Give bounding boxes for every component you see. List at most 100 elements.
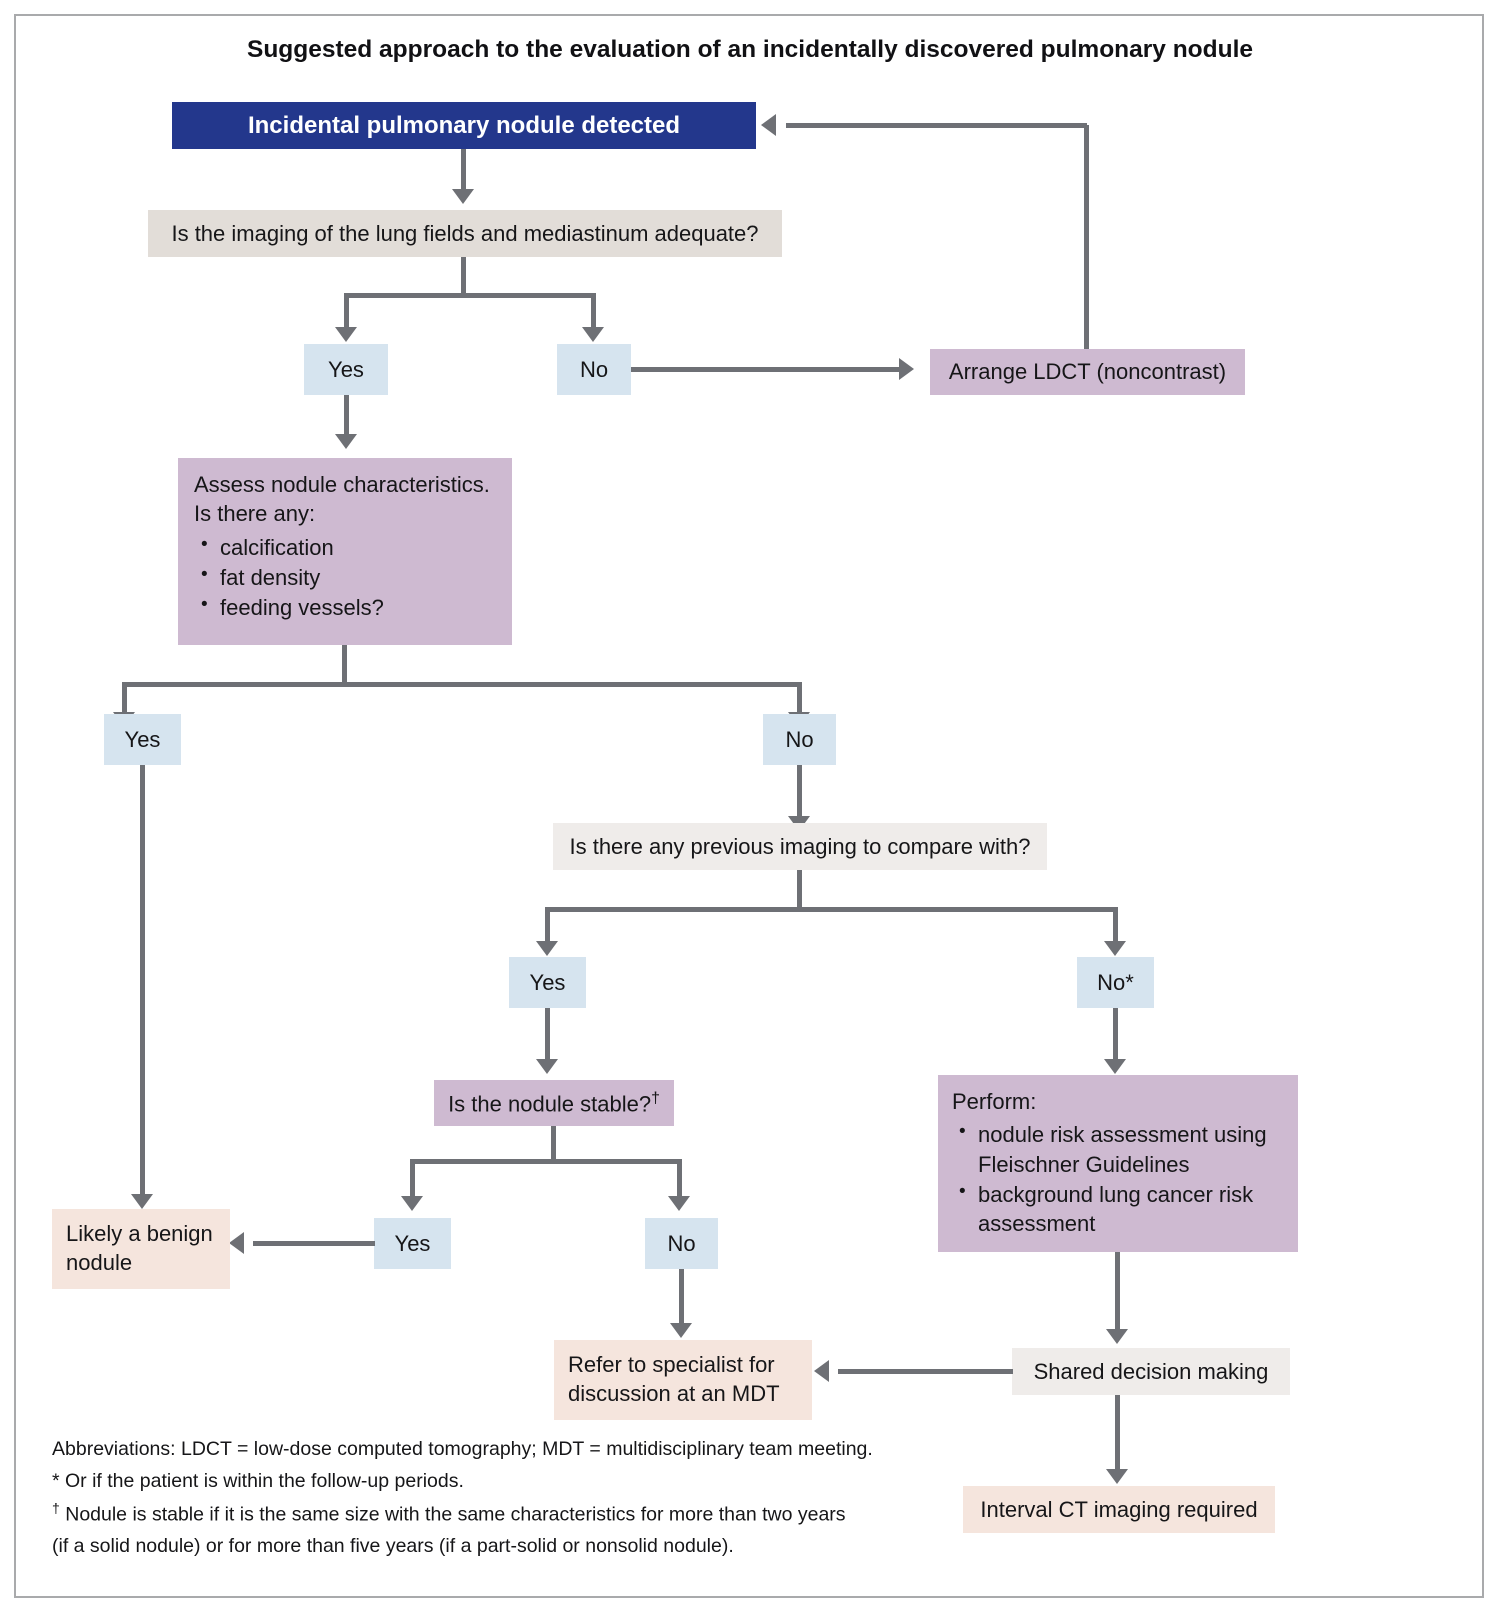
connector-shared-to-interval-arrowhead [1106,1469,1128,1484]
connector-stable-left-arrowhead [401,1196,423,1211]
node-assess-yes: Yes [104,714,181,765]
node-imaging-yes-label: Yes [328,356,364,382]
node-previous-no-label: No* [1097,969,1134,995]
node-refer-specialist: Refer to specialist for discussion at an… [554,1340,812,1420]
node-refer-specialist-line1: Refer to specialist for [568,1352,775,1377]
footnote-dagger-line2: (if a solid nodule) or for more than fiv… [52,1535,734,1558]
connector-ldct-return-vertical [1084,125,1089,351]
connector-ldct-return-arrowhead [761,114,776,136]
node-question-nodule-stable-marker: † [651,1089,660,1107]
node-stable-yes-label: Yes [394,1230,431,1256]
connector-prev-no-arrowhead [1104,1059,1126,1074]
connector-stable-no-arrowhead [670,1323,692,1338]
node-assess-no: No [763,714,836,765]
node-refer-specialist-line2: discussion at an MDT [568,1381,780,1407]
connector-prev-yes-drop [545,1008,550,1060]
connector-stable-right-arrowhead [668,1196,690,1211]
node-perform: Perform: nodule risk assessment using Fl… [938,1075,1298,1252]
connector-q1-left-drop [344,293,349,328]
node-previous-yes-label: Yes [529,969,566,995]
node-question-imaging-adequate-label: Is the imaging of the lung fields and me… [171,220,759,246]
connector-shared-to-interval [1115,1395,1120,1470]
footnotes: Abbreviations: LDCT = low-dose computed … [52,1434,873,1563]
node-imaging-no-label: No [579,356,609,382]
figure-frame [14,14,1484,1598]
connector-stable-left-drop [410,1159,415,1197]
footnote-dagger-text1: Nodule is stable if it is the same size … [65,1503,846,1526]
connector-stable-no-drop [679,1269,684,1324]
node-assess-yes-label: Yes [124,726,161,752]
node-imaging-yes: Yes [304,344,388,395]
node-question-nodule-stable-label: Is the nodule stable? [448,1091,652,1117]
connector-prev-horizontal [545,907,1118,912]
node-likely-benign-line2: nodule [66,1250,133,1276]
node-perform-bullet: nodule risk assessment using Fleischner … [959,1119,1284,1179]
connector-prev-left-drop [545,907,550,942]
node-stable-no-label: No [667,1230,696,1256]
node-assess-bullet: calcification [201,531,496,562]
connector-q1-right-drop [591,293,596,328]
node-likely-benign-line1: Likely a benign [66,1221,213,1246]
node-start: Incidental pulmonary nodule detected [172,102,756,149]
node-assess-nodule: Assess nodule characteristics. Is there … [178,458,512,645]
connector-stable-right-drop [677,1159,682,1197]
connector-shared-to-refer-arrowhead [814,1360,829,1382]
connector-perform-to-shared [1115,1252,1120,1330]
connector-assess-left-drop [122,682,127,714]
connector-prev-left-arrowhead [536,941,558,956]
connector-assess-yes-long-vertical [140,765,145,1195]
connector-q1-stem [461,257,466,296]
footnote-abbreviations: Abbreviations: LDCT = low-dose computed … [52,1438,873,1460]
connector-assess-horizontal [122,682,802,687]
connector-yes-to-assess [344,395,349,435]
node-assess-heading-line2: Is there any: [194,501,316,527]
connector-prev-yes-arrowhead [536,1059,558,1074]
connector-assess-stem [342,645,347,686]
connector-q1-right-arrowhead [582,327,604,342]
connector-stable-horizontal [410,1159,682,1164]
node-stable-no: No [645,1218,718,1269]
connector-prev-right-drop [1113,907,1118,942]
connector-stable-yes-to-benign [253,1241,375,1246]
connector-stable-yes-to-benign-arrowhead [229,1232,244,1254]
node-likely-benign: Likely a benign nodule [52,1209,230,1289]
node-stable-yes: Yes [374,1218,451,1269]
footnote-dagger-line1: † Nodule is stable if it is the same siz… [52,1497,872,1531]
connector-q1-left-arrowhead [335,327,357,342]
node-interval-ct-label: Interval CT imaging required [980,1496,1258,1522]
node-previous-no: No* [1077,957,1154,1008]
footnote-asterisk: * Or if the patient is within the follow… [52,1466,872,1498]
node-previous-yes: Yes [509,957,586,1008]
connector-prev-stem [797,870,802,910]
node-question-imaging-adequate: Is the imaging of the lung fields and me… [148,210,782,257]
connector-no-to-ldct-arrowhead [899,358,914,380]
node-assess-heading-line1: Assess nodule characteristics. [194,472,490,497]
node-assess-no-label: No [785,726,814,752]
connector-perform-to-shared-arrowhead [1106,1329,1128,1344]
connector-q1-horizontal [344,293,596,298]
node-shared-decision: Shared decision making [1012,1348,1290,1395]
node-arrange-ldct: Arrange LDCT (noncontrast) [930,349,1245,395]
node-perform-bullet-list: nodule risk assessment using Fleischner … [952,1119,1284,1238]
connector-ldct-return-horizontal [786,123,1087,128]
node-question-nodule-stable: Is the nodule stable?† [434,1080,674,1126]
node-start-label: Incidental pulmonary nodule detected [247,111,681,139]
connector-start-to-q1-arrowhead [452,189,474,204]
node-arrange-ldct-label: Arrange LDCT (noncontrast) [948,359,1227,385]
figure-title: Suggested approach to the evaluation of … [246,36,1254,63]
node-assess-bullet-list: calcification fat density feeding vessel… [194,531,496,623]
connector-assess-right-drop [797,682,802,714]
connector-yes-to-assess-arrowhead [335,434,357,449]
connector-prev-no-drop [1113,1008,1118,1060]
node-shared-decision-label: Shared decision making [1033,1358,1269,1384]
connector-prev-right-arrowhead [1104,941,1126,956]
node-question-previous-imaging-label: Is there any previous imaging to compare… [569,833,1031,859]
footnote-dagger-marker: † [52,1500,60,1517]
connector-no-to-ldct [631,367,901,372]
footnote-asterisk-text: Or if the patient is within the follow-u… [65,1469,464,1492]
node-perform-heading: Perform: [952,1089,1037,1114]
connector-start-to-q1 [461,149,466,190]
node-assess-bullet: fat density [201,562,496,592]
connector-stable-stem [551,1126,556,1162]
